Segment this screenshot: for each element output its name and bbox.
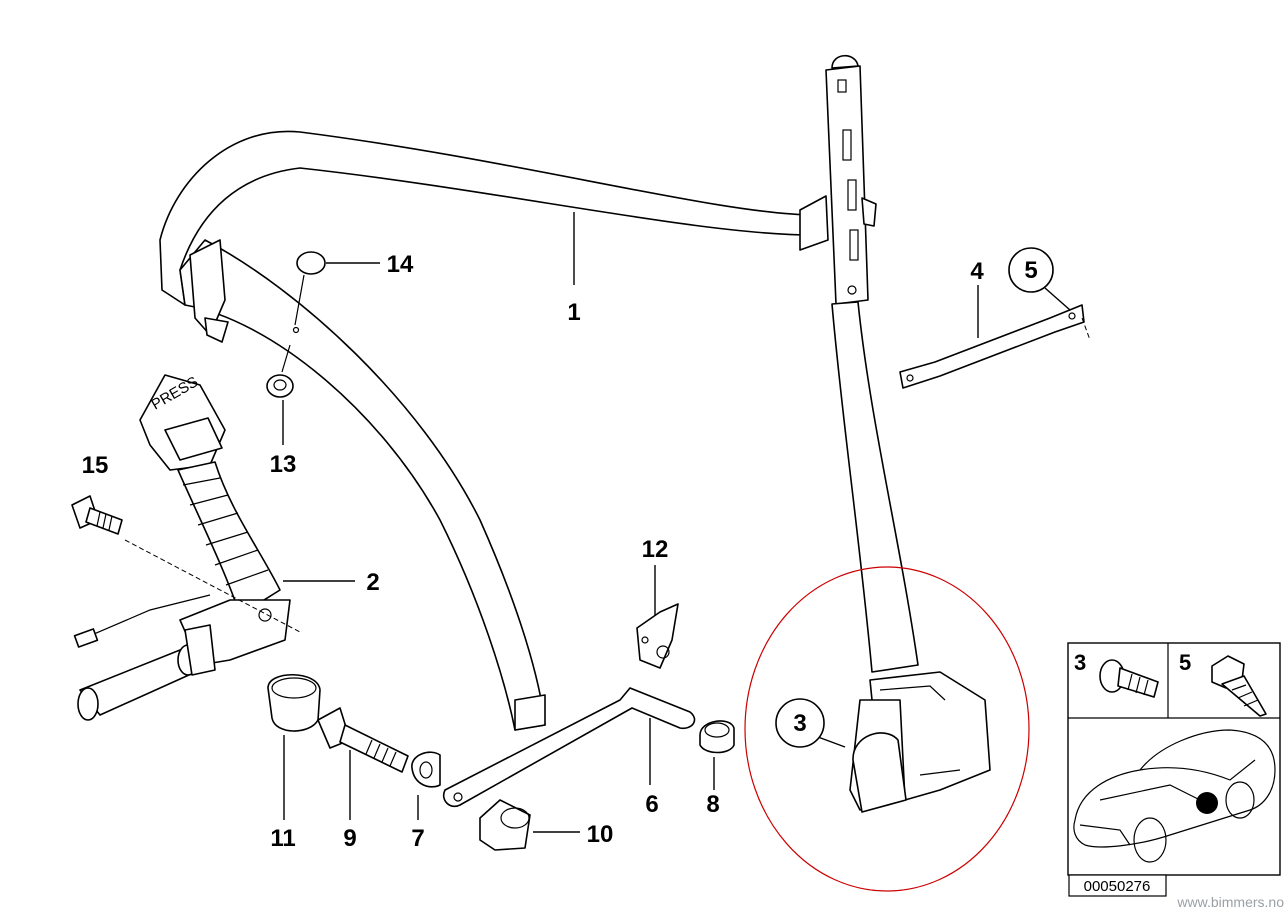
- callout-9: 9: [343, 825, 356, 852]
- callout-8: 8: [706, 791, 719, 818]
- belt-webbing: [159, 130, 816, 731]
- callout-2: 2: [366, 569, 379, 596]
- callout-1: 1: [567, 299, 580, 326]
- callout-11: 11: [270, 825, 295, 852]
- bolt-15: [71, 495, 123, 535]
- callout-5: 5: [1024, 257, 1037, 284]
- callout-5-circle: [1008, 247, 1054, 293]
- diagram-code-box: 00050276: [1068, 874, 1167, 897]
- bolt-9: [317, 707, 409, 773]
- mounting-bracket: [899, 304, 1091, 389]
- belt-retractor: [849, 671, 991, 813]
- retractor-highlight-circle: [744, 566, 1030, 892]
- inset-label-3: 3: [1074, 650, 1086, 675]
- inset-car-icon: [1073, 729, 1276, 863]
- inset-screw-3: [1099, 659, 1159, 698]
- nut-13: [266, 344, 294, 398]
- leader-lines: [282, 212, 1071, 833]
- callout-10: 10: [587, 821, 614, 848]
- diagram-code: 00050276: [1084, 878, 1151, 895]
- height-adjuster-rail: [799, 54, 877, 305]
- belt-buckle: PRESS: [73, 373, 301, 721]
- inset-label-5: 5: [1179, 650, 1191, 675]
- watermark-text: www.bimmers.no: [1176, 894, 1284, 910]
- callout-14: 14: [387, 251, 414, 278]
- sleeve-11: [267, 673, 321, 732]
- callout-3: 3: [793, 710, 806, 737]
- bushing-10: [479, 799, 531, 851]
- grommet-8: [699, 720, 735, 754]
- bracket-12: [636, 603, 679, 669]
- cap-plug-14: [292, 251, 326, 334]
- callout-4: 4: [970, 258, 984, 285]
- callout-labels: 1 2 3 4 5 6 7 8 9 10 11 12 13 14 15: [82, 247, 1054, 852]
- washer-7: [411, 751, 441, 788]
- callout-3-circle: [775, 698, 825, 748]
- lower-webbing: [831, 301, 919, 673]
- callout-13: 13: [270, 451, 297, 478]
- callout-12: 12: [642, 536, 669, 563]
- anchor-rod-6: [442, 687, 696, 808]
- inset-panel: 3 5: [1067, 642, 1281, 876]
- callout-15: 15: [82, 452, 109, 479]
- inset-screw-5: [1211, 655, 1267, 717]
- callout-6: 6: [645, 791, 658, 818]
- callout-7: 7: [411, 825, 424, 852]
- inset-location-marker: [1196, 792, 1218, 814]
